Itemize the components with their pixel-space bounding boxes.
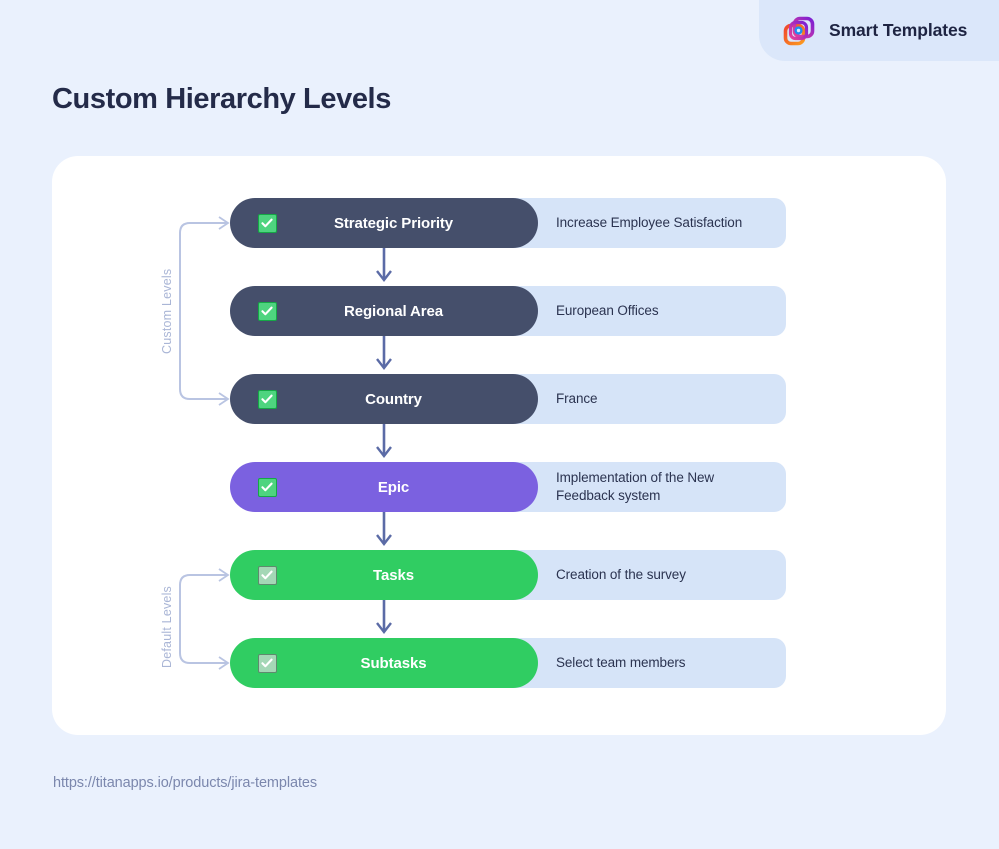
- level-name: Regional Area: [343, 302, 443, 320]
- row-description: France: [556, 391, 598, 407]
- level-name: Tasks: [373, 566, 414, 584]
- level-name: Country: [365, 390, 422, 408]
- brand-badge: Smart Templates: [759, 0, 999, 61]
- group-label-custom-levels: Custom Levels: [160, 268, 174, 354]
- row-description: Increase Employee Satisfaction: [556, 215, 743, 231]
- row-description: Implementation of the New Feedback syste…: [556, 470, 715, 503]
- level-pill[interactable]: Tasks: [230, 550, 538, 600]
- page-title: Custom Hierarchy Levels: [52, 83, 391, 115]
- checked-checkbox-icon[interactable]: [258, 389, 277, 409]
- row-description: Select team members: [556, 655, 686, 671]
- brand-name: Smart Templates: [829, 20, 968, 40]
- level-pill[interactable]: Strategic Priority: [230, 198, 538, 248]
- level-name: Strategic Priority: [333, 214, 454, 232]
- custom-levels-bracket: [179, 216, 230, 406]
- diagram-card: Custom Levels Default Levels Increase Em…: [52, 156, 946, 735]
- checked-checkbox-icon[interactable]: [258, 213, 277, 233]
- level-name: Epic: [377, 478, 410, 496]
- smart-templates-logo-icon: [783, 16, 815, 45]
- checked-checkbox-icon[interactable]: [258, 565, 277, 585]
- hierarchy-diagram: Custom Levels Default Levels Increase Em…: [52, 156, 946, 735]
- level-name: Subtasks: [360, 654, 427, 672]
- group-label-default-levels: Default Levels: [160, 585, 174, 668]
- checked-checkbox-icon[interactable]: [258, 653, 277, 673]
- footer-url[interactable]: https://titanapps.io/products/jira-templ…: [53, 775, 317, 791]
- row-description: Creation of the survey: [556, 567, 686, 583]
- level-pill[interactable]: Subtasks: [230, 638, 538, 688]
- default-levels-bracket: [179, 568, 230, 670]
- checked-checkbox-icon[interactable]: [258, 477, 277, 497]
- checked-checkbox-icon[interactable]: [258, 301, 277, 321]
- level-pill[interactable]: Regional Area: [230, 286, 538, 336]
- level-pill[interactable]: Country: [230, 374, 538, 424]
- row-description: European Offices: [556, 303, 659, 319]
- level-pill[interactable]: Epic: [230, 462, 538, 512]
